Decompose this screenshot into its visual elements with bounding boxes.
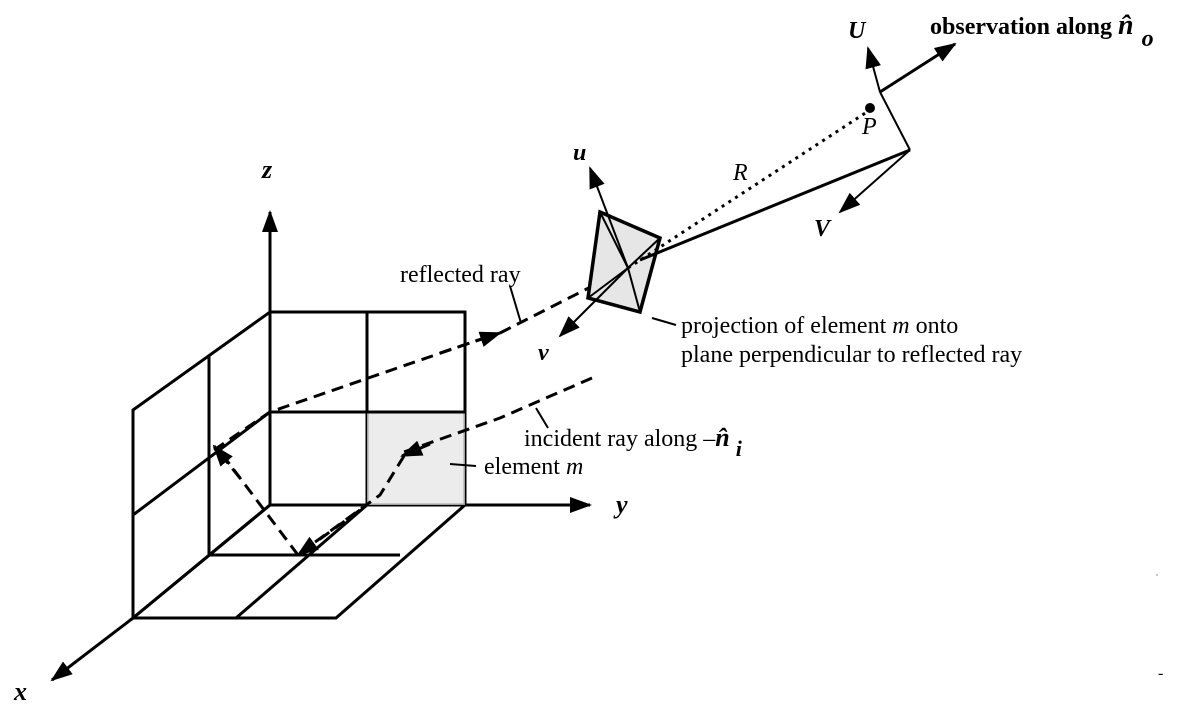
projection-label-line1: projection of element m onto: [681, 313, 958, 339]
y-axis-label: y: [613, 490, 628, 519]
reflected-ray-leader: [509, 285, 522, 324]
incident-bounce-arrow-1: [296, 508, 361, 557]
distance-R-solid: [639, 148, 911, 262]
x-axis-label: x: [13, 677, 27, 706]
corner-reflector-grid: [128, 309, 469, 622]
U-label: U: [848, 18, 867, 44]
observation-direction-arrow: [879, 42, 957, 94]
reflected-ray: [213, 334, 491, 452]
element-label: element m: [484, 454, 583, 480]
reflected-ray-arrow: [439, 331, 502, 355]
element-m-patch: [367, 412, 465, 505]
z-axis-label: z: [261, 155, 273, 184]
projection-plate: [586, 209, 663, 315]
incident-ray-arrow: [400, 440, 431, 458]
V-label: V: [814, 216, 832, 242]
stray-mark-1: ׄ: [1156, 574, 1158, 576]
P-label: P: [861, 114, 877, 140]
incident-ray-path-inside: [299, 455, 406, 555]
incident-bounce-arrow-2: [212, 444, 242, 479]
V-axis-arrow: [838, 149, 911, 214]
projection-label-line2: plane perpendicular to reflected ray: [681, 342, 1022, 368]
u-axis-arrow: [589, 166, 629, 269]
frame-link: [879, 91, 911, 151]
projection-leader: [651, 317, 677, 326]
u-label: u: [573, 140, 586, 166]
reflected-ray-label: reflected ray: [400, 262, 521, 288]
U-axis-arrow: [865, 46, 881, 93]
point-P: [865, 103, 875, 113]
v-label: v: [538, 340, 549, 366]
stray-mark-2: -: [1158, 665, 1163, 682]
distance-R-dotted: [627, 108, 871, 270]
observation-label: observation along n̂o: [930, 10, 1154, 52]
v-axis-arrow: [558, 267, 629, 338]
x-axis: [50, 616, 134, 682]
incident-ray-label: incident ray along –n̂i: [524, 423, 743, 461]
incident-ray-leader: [535, 407, 549, 429]
element-leader: [449, 463, 477, 467]
incident-ray: [403, 376, 593, 454]
R-label: R: [732, 160, 748, 186]
